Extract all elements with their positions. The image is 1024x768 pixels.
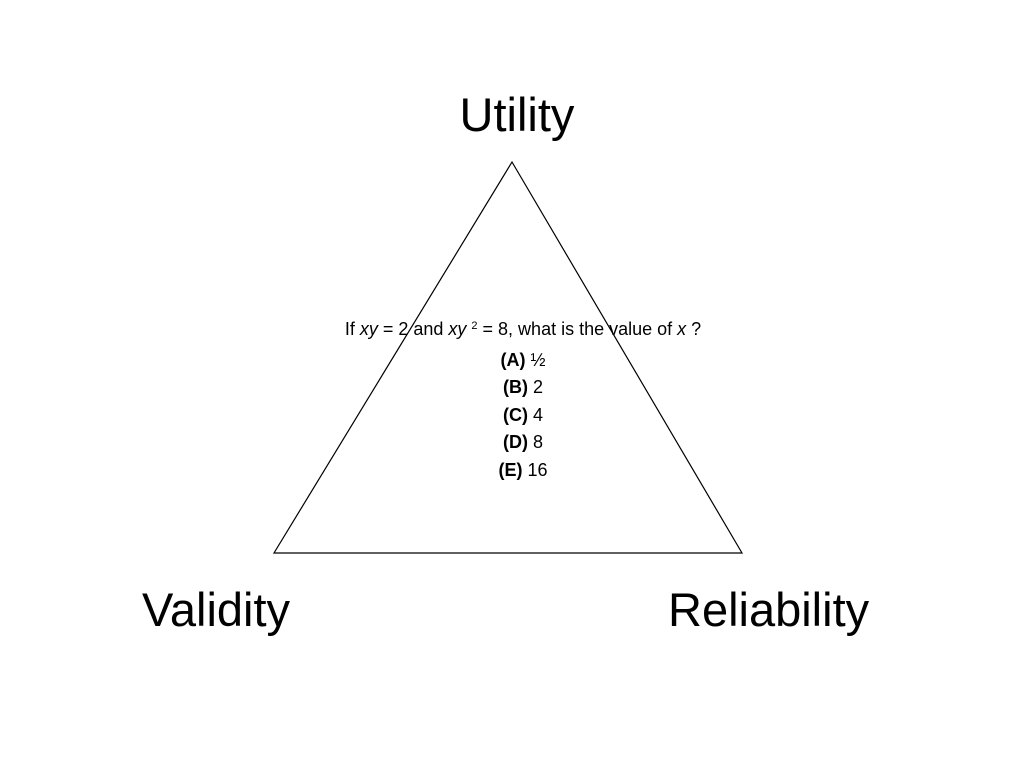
triangle-shape — [272, 160, 744, 554]
stem-variable-xy-squared: xy — [448, 319, 467, 339]
stem-text-2: = 2 and — [377, 319, 449, 339]
stem-variable-x: x — [677, 319, 687, 339]
choice-value: 4 — [533, 404, 544, 425]
stem-text-4: ? — [686, 319, 702, 339]
answer-choice-b: (B) 2 — [200, 374, 846, 402]
stem-exponent: 2 — [471, 320, 478, 332]
label-utility: Utility — [459, 88, 575, 141]
stem-text-1: If — [344, 319, 360, 339]
answer-choice-c: (C) 4 — [200, 402, 846, 430]
stem-variable-xy: xy — [359, 319, 378, 339]
label-reliability: Reliability — [668, 583, 870, 636]
choice-letter: (A) — [500, 349, 526, 370]
question-block: If xy = 2 and xy 2 = 8, what is the valu… — [200, 316, 846, 484]
stem-text-3: = 8, what is the value of — [477, 319, 678, 339]
answer-choice-e: (E) 16 — [200, 457, 846, 485]
answer-choice-a: (A) ½ — [200, 347, 846, 375]
choice-value: ½ — [530, 349, 546, 370]
choice-letter: (E) — [498, 459, 523, 480]
choice-value: 16 — [527, 459, 548, 480]
choice-value: 2 — [533, 377, 544, 397]
choice-value: 8 — [533, 432, 544, 452]
choice-letter: (B) — [502, 377, 528, 397]
choice-letter: (C) — [502, 404, 528, 425]
choice-letter: (D) — [502, 432, 528, 452]
answer-choice-d: (D) 8 — [200, 429, 846, 457]
label-validity: Validity — [142, 583, 291, 636]
question-stem: If xy = 2 and xy 2 = 8, what is the valu… — [200, 316, 846, 347]
